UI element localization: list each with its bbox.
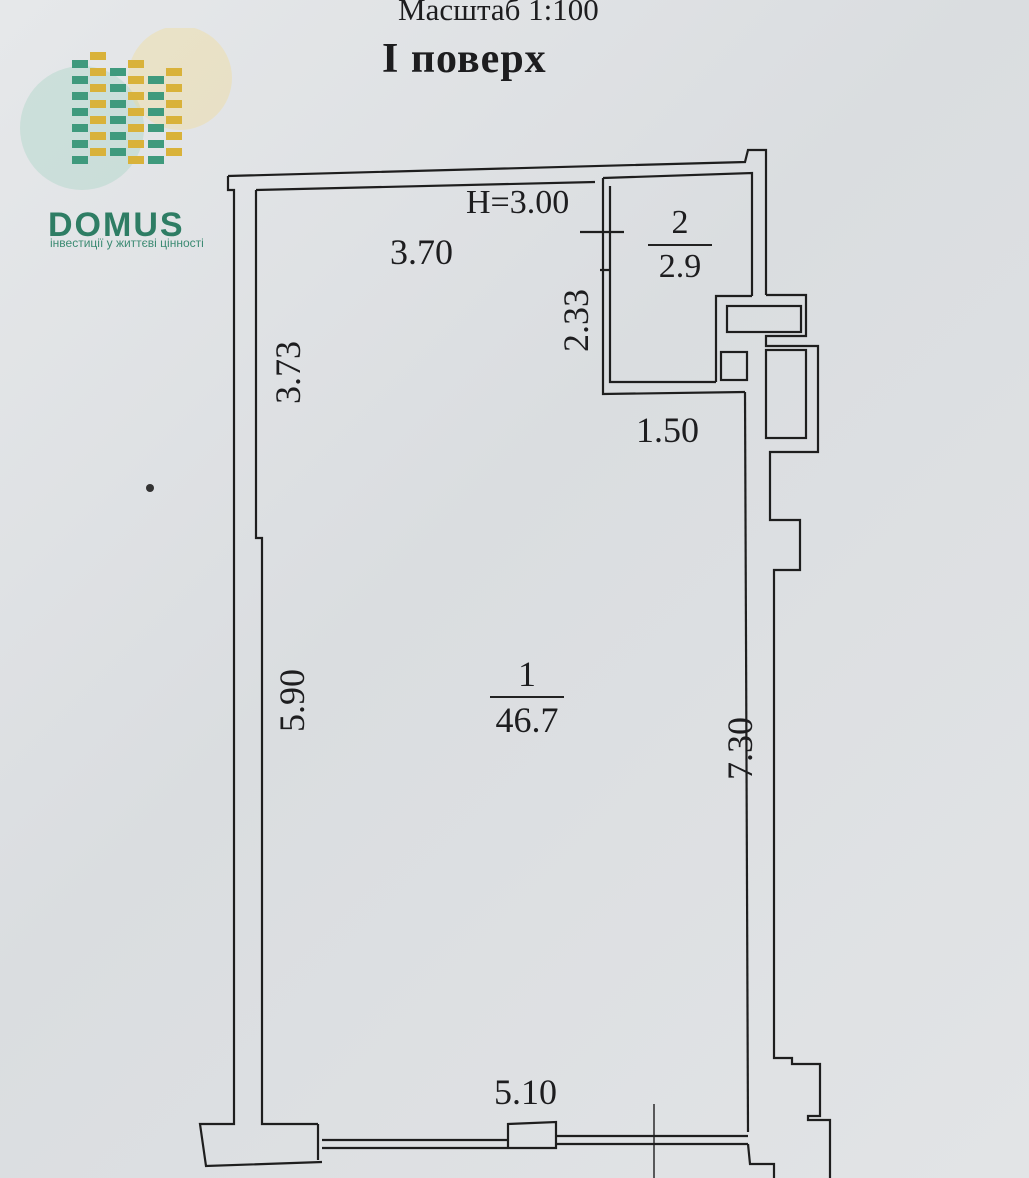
dimension-wc-height: 2.33 [556, 289, 596, 352]
logo-wordmark: DOMUS [48, 206, 185, 244]
room-number: 2 [671, 204, 689, 241]
shaft-upper [725, 304, 803, 334]
wall-top-outer [227, 148, 768, 295]
dimension-wc-width: 1.50 [636, 410, 699, 450]
floor-title: І поверх [382, 36, 547, 82]
wall-top-inner [255, 180, 596, 192]
ink-dot [146, 484, 154, 492]
room-number: 1 [518, 654, 536, 694]
dimension-top-width: 3.70 [390, 232, 453, 272]
dimension-left-upper: 3.73 [268, 341, 308, 404]
wall-right-outer [746, 293, 832, 1178]
domus-logo-graphic [20, 26, 232, 190]
room-label-1: 1 46.7 [490, 656, 564, 738]
bathroom-walls [601, 171, 754, 396]
room-area: 46.7 [490, 696, 564, 738]
wall-left-inner [254, 190, 318, 1126]
window-bottom [316, 1120, 748, 1160]
bathroom-door [580, 230, 624, 272]
shaft-right [764, 348, 808, 440]
room-label-2: 2 2.9 [648, 206, 712, 284]
shaft-small [719, 350, 749, 382]
dimension-bottom: 5.10 [494, 1072, 557, 1112]
dimension-right: 7.30 [720, 717, 760, 780]
domus-logo: DOMUS інвестиції у життєві цінності [10, 26, 240, 250]
wall-right-inner [743, 391, 750, 1133]
scale-label: Масштаб 1:100 [398, 0, 599, 27]
dimension-left-lower: 5.90 [272, 669, 312, 732]
wall-left-outer [198, 176, 323, 1168]
room-area: 2.9 [648, 244, 712, 284]
ceiling-height-label: Н=3.00 [466, 184, 570, 221]
logo-tagline: інвестиції у життєві цінності [50, 236, 204, 250]
